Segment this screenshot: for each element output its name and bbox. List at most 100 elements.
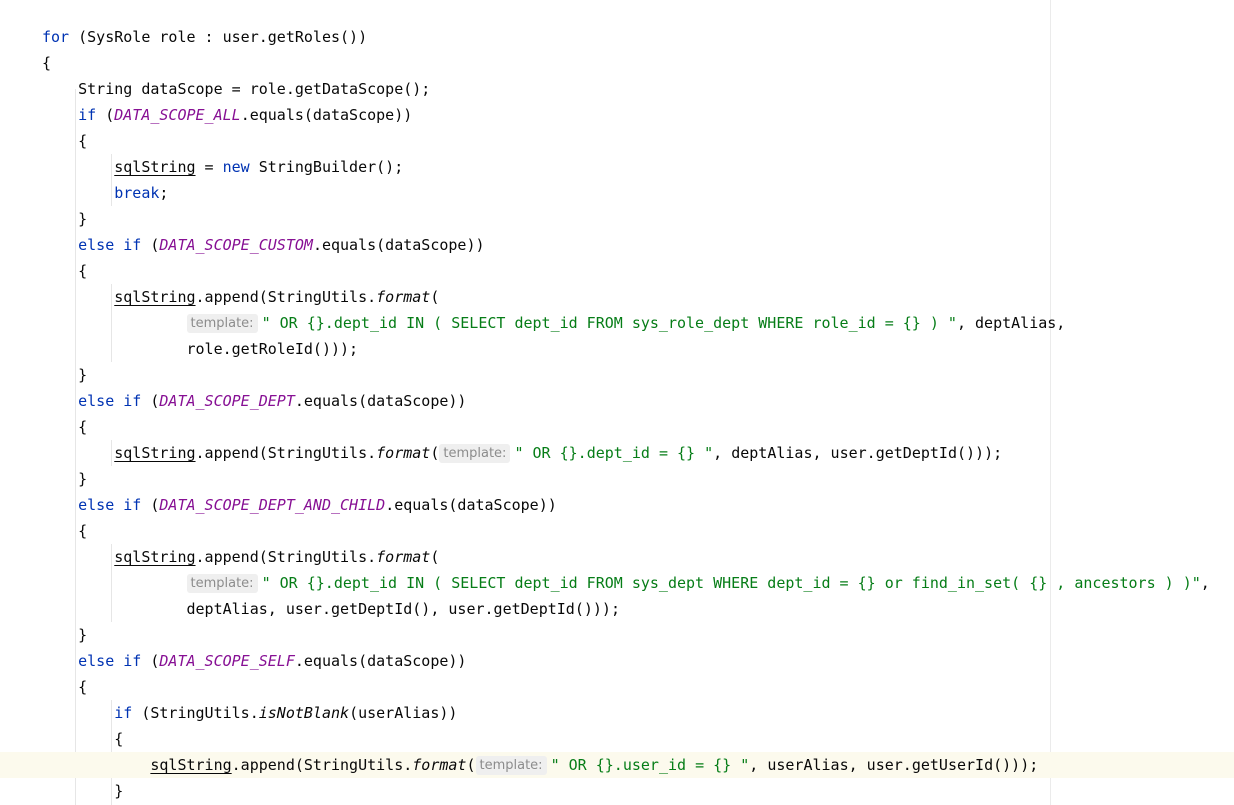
code-token: } — [42, 626, 88, 644]
code-line[interactable]: { — [0, 258, 1234, 284]
code-line[interactable]: } — [0, 778, 1234, 804]
code-token: (userAlias)) — [349, 704, 458, 722]
indent-guide — [111, 544, 112, 622]
code-line[interactable]: template:" OR {}.dept_id IN ( SELECT dep… — [0, 310, 1234, 336]
code-line[interactable]: break; — [0, 180, 1234, 206]
string-token: " OR {}.dept_id IN ( SELECT dept_id FROM… — [261, 574, 1201, 592]
code-token — [42, 496, 78, 514]
code-token: .append(StringUtils. — [195, 548, 377, 566]
code-line[interactable]: if (DATA_SCOPE_ALL.equals(dataScope)) — [0, 102, 1234, 128]
method-token: format — [376, 548, 431, 566]
code-token: , — [1200, 574, 1210, 592]
code-line[interactable]: for (SysRole role : user.getRoles()) — [0, 24, 1234, 50]
code-line[interactable]: } — [0, 622, 1234, 648]
code-token — [42, 158, 114, 176]
code-token: , userAlias, user.getUserId())); — [749, 756, 1039, 774]
code-token: , deptAlias, — [956, 314, 1066, 332]
code-line[interactable]: } — [0, 362, 1234, 388]
code-token: .append(StringUtils. — [195, 444, 377, 462]
code-token — [42, 288, 114, 306]
keyword-token: break — [114, 184, 160, 202]
code-line[interactable]: template:" OR {}.dept_id IN ( SELECT dep… — [0, 570, 1234, 596]
keyword-token: new — [222, 158, 250, 176]
field-token: sqlString — [114, 158, 196, 176]
code-token: ( — [141, 496, 160, 514]
code-token — [42, 756, 150, 774]
code-token — [42, 392, 78, 410]
code-token: (StringUtils. — [132, 704, 259, 722]
string-token: " OR {}.user_id = {} " — [550, 756, 750, 774]
code-token — [42, 184, 114, 202]
code-line[interactable]: deptAlias, user.getDeptId(), user.getDep… — [0, 596, 1234, 622]
keyword-token: if — [114, 704, 133, 722]
code-line[interactable]: else if (DATA_SCOPE_DEPT_AND_CHILD.equal… — [0, 492, 1234, 518]
code-token — [42, 106, 78, 124]
code-token: .append(StringUtils. — [195, 288, 377, 306]
code-line[interactable]: } — [0, 466, 1234, 492]
code-token: ( — [141, 392, 160, 410]
field-token: sqlString — [114, 548, 196, 566]
field-token: sqlString — [150, 756, 232, 774]
code-token: ( — [141, 236, 160, 254]
code-token: .equals(dataScope)) — [294, 652, 467, 670]
code-line[interactable]: if (StringUtils.isNotBlank(userAlias)) — [0, 700, 1234, 726]
code-line[interactable]: sqlString.append(StringUtils.format(temp… — [0, 440, 1234, 466]
code-token: ; — [159, 184, 169, 202]
code-token — [42, 236, 78, 254]
code-token: role.getRoleId())); — [42, 340, 359, 358]
code-token: String dataScope = role.getDataScope(); — [42, 80, 431, 98]
method-token: isNotBlank — [258, 704, 350, 722]
keyword-token: else if — [78, 652, 142, 670]
indent-guide — [111, 154, 112, 206]
constant-token: DATA_SCOPE_DEPT_AND_CHILD — [159, 496, 386, 514]
constant-token: DATA_SCOPE_DEPT — [159, 392, 295, 410]
code-token: { — [42, 730, 124, 748]
keyword-token: else if — [78, 392, 142, 410]
code-token: } — [42, 782, 124, 800]
code-line[interactable]: else if (DATA_SCOPE_SELF.equals(dataScop… — [0, 648, 1234, 674]
code-line[interactable]: } — [0, 206, 1234, 232]
code-line[interactable]: else if (DATA_SCOPE_DEPT.equals(dataScop… — [0, 388, 1234, 414]
code-token: = — [195, 158, 223, 176]
code-token: ( — [430, 288, 440, 306]
code-line[interactable]: { — [0, 50, 1234, 76]
code-line[interactable]: else if (DATA_SCOPE_CUSTOM.equals(dataSc… — [0, 232, 1234, 258]
code-line[interactable]: { — [0, 518, 1234, 544]
indent-guide — [111, 284, 112, 362]
method-token: format — [376, 288, 431, 306]
code-token — [42, 548, 114, 566]
code-line[interactable]: { — [0, 674, 1234, 700]
code-token: .equals(dataScope)) — [312, 236, 485, 254]
code-token: StringBuilder(); — [249, 158, 404, 176]
field-token: sqlString — [114, 288, 196, 306]
code-token: .equals(dataScope)) — [294, 392, 467, 410]
code-token — [42, 574, 187, 592]
code-line[interactable]: role.getRoleId())); — [0, 336, 1234, 362]
code-token: ( — [96, 106, 115, 124]
method-token: format — [412, 756, 467, 774]
code-token: ( — [141, 652, 160, 670]
parameter-hint: template: — [475, 756, 547, 775]
code-token: { — [42, 54, 52, 72]
code-token: .append(StringUtils. — [231, 756, 413, 774]
code-token: } — [42, 366, 88, 384]
code-line[interactable]: String dataScope = role.getDataScope(); — [0, 76, 1234, 102]
parameter-hint: template: — [186, 574, 258, 593]
code-line[interactable]: sqlString.append(StringUtils.format(temp… — [0, 752, 1234, 778]
code-token — [42, 704, 114, 722]
code-line[interactable]: { — [0, 128, 1234, 154]
string-token: " OR {}.dept_id = {} " — [514, 444, 714, 462]
parameter-hint: template: — [186, 314, 258, 333]
code-token: ( — [430, 444, 440, 462]
code-line[interactable]: sqlString.append(StringUtils.format( — [0, 544, 1234, 570]
code-token: .equals(dataScope)) — [385, 496, 557, 514]
code-line[interactable]: { — [0, 726, 1234, 752]
code-token: { — [42, 132, 88, 150]
indent-guide — [75, 89, 76, 805]
code-line[interactable]: sqlString.append(StringUtils.format( — [0, 284, 1234, 310]
code-token: deptAlias, user.getDeptId(), user.getDep… — [42, 600, 620, 618]
code-line[interactable]: { — [0, 414, 1234, 440]
code-token: (SysRole role : user.getRoles()) — [69, 28, 368, 46]
code-line[interactable]: sqlString = new StringBuilder(); — [0, 154, 1234, 180]
